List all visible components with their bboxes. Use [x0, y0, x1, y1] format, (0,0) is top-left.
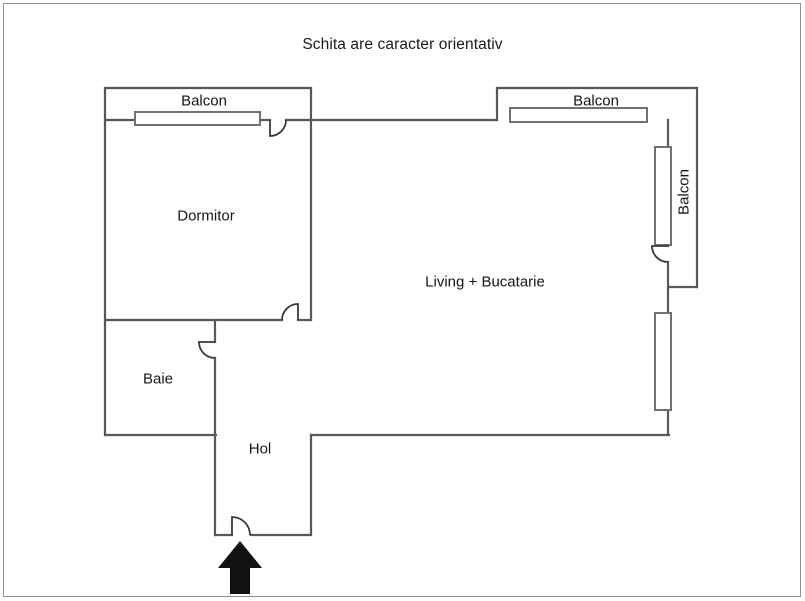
balcony-label-top-right: Balcon [573, 92, 619, 110]
entrance-marker [218, 541, 262, 594]
window-balcony-vertical-upper [654, 146, 672, 246]
door-arc-entrance [231, 516, 251, 536]
window-balcony-right [509, 107, 648, 123]
room-label-baie: Baie [142, 370, 174, 388]
balcony-label-right-vertical: Balcon [675, 169, 693, 215]
walls-group [103, 86, 699, 537]
door-arc-balcony-vertical [651, 245, 669, 263]
page-title: Schita are caracter orientativ [302, 36, 503, 53]
room-label-living-bucatarie: Living + Bucatarie [425, 273, 545, 291]
window-balcony-left [134, 111, 261, 126]
room-label-dormitor: Dormitor [177, 207, 235, 225]
door-arc-balcony-left [269, 119, 287, 137]
window-living-right-lower [654, 312, 672, 411]
door-arc-baie [198, 341, 216, 359]
windows-group [134, 107, 672, 411]
balcony-label-top-left: Balcon [181, 92, 227, 110]
door-arc-dormitor [281, 303, 299, 321]
up-arrow-icon [218, 541, 262, 594]
room-label-hol: Hol [248, 440, 272, 458]
door-arcs-group [198, 119, 669, 536]
